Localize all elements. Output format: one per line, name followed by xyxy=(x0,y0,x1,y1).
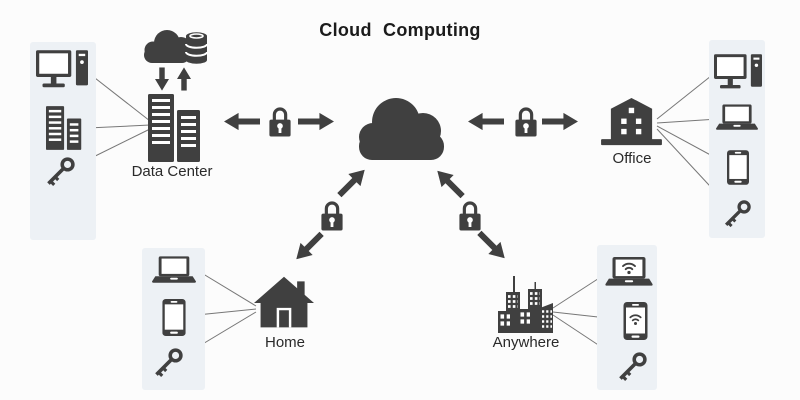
office-building-icon xyxy=(601,96,662,149)
key-icon xyxy=(722,199,752,229)
city-buildings-icon xyxy=(494,275,554,333)
padlock-icon xyxy=(458,198,482,232)
house-icon xyxy=(254,276,314,328)
desktop-computer-icon xyxy=(36,50,88,91)
arrow-right-icon xyxy=(298,112,334,131)
key-icon xyxy=(152,347,184,379)
wifi-smartphone-icon xyxy=(623,302,648,340)
padlock-icon xyxy=(514,104,538,138)
wifi-laptop-icon xyxy=(605,257,653,290)
central-cloud-icon xyxy=(356,92,450,162)
arrow-left-icon xyxy=(468,112,504,131)
node-label-home: Home xyxy=(264,334,306,351)
key-icon xyxy=(44,156,76,188)
node-label-data-center: Data Center xyxy=(131,163,213,180)
padlock-icon xyxy=(268,104,292,138)
padlock-icon xyxy=(320,198,344,232)
node-label-office: Office xyxy=(612,150,652,167)
sync-up-arrow-icon xyxy=(177,66,191,92)
arrow-right-icon xyxy=(542,112,578,131)
arrow-left-icon xyxy=(224,112,260,131)
server-icon xyxy=(46,106,86,150)
laptop-icon xyxy=(152,256,196,287)
sync-down-arrow-icon xyxy=(155,66,169,92)
desktop-computer-icon xyxy=(714,54,762,92)
node-label-anywhere: Anywhere xyxy=(492,334,560,351)
smartphone-icon xyxy=(727,150,749,185)
key-icon xyxy=(616,351,648,383)
smartphone-icon xyxy=(162,299,186,336)
cloud-database-icon xyxy=(142,26,210,68)
laptop-icon xyxy=(716,104,758,134)
server-rack-icon xyxy=(148,94,200,162)
diagram-title: Cloud Computing xyxy=(319,20,481,40)
